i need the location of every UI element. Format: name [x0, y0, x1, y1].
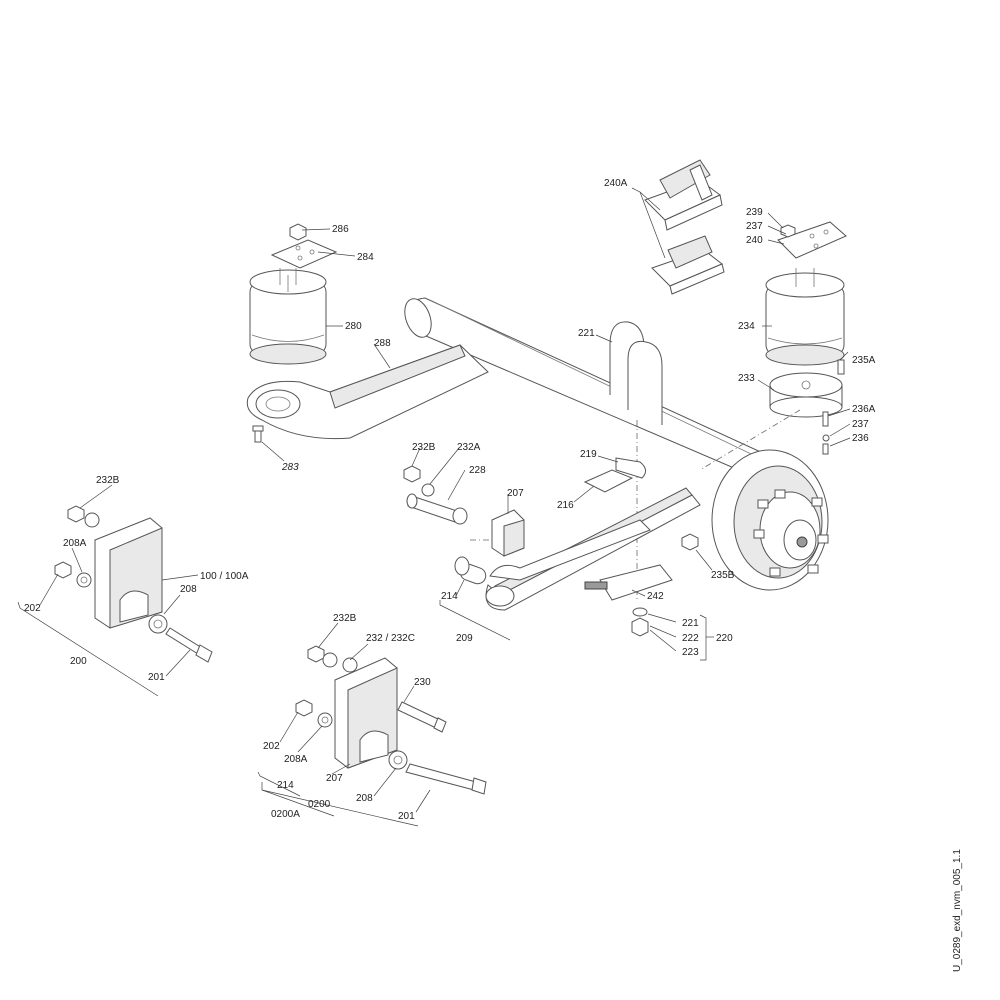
label-208-bottom[interactable]: 208	[356, 793, 373, 804]
label-237-top[interactable]: 237	[746, 221, 763, 232]
label-232B-bottom[interactable]: 232B	[333, 613, 357, 624]
label-283[interactable]: 283	[281, 462, 299, 473]
nut-235B[interactable]	[681, 533, 699, 551]
nuts-232B-bottom[interactable]	[307, 645, 358, 673]
mounting-plate-left[interactable]	[270, 239, 338, 269]
washer-232A[interactable]	[421, 483, 435, 497]
bushing-214[interactable]	[454, 556, 488, 586]
wheel-hub[interactable]	[711, 449, 829, 591]
label-233[interactable]: 233	[738, 373, 755, 384]
label-207-bottom[interactable]: 207	[326, 773, 343, 784]
nut-202-bottom[interactable]	[295, 699, 313, 717]
callout-labels: 240A 239 237 240 286 284 280 288 283 221…	[24, 178, 876, 822]
shim-216[interactable]	[583, 469, 634, 493]
label-209[interactable]: 209	[456, 633, 473, 644]
label-284[interactable]: 284	[357, 252, 374, 263]
label-230[interactable]: 230	[414, 677, 431, 688]
label-208A-left[interactable]: 208A	[63, 538, 87, 549]
label-286[interactable]: 286	[332, 224, 349, 235]
label-239[interactable]: 239	[746, 207, 763, 218]
label-235A[interactable]: 235A	[852, 355, 876, 366]
label-240A[interactable]: 240A	[604, 178, 628, 189]
trailing-arm-left[interactable]	[246, 344, 489, 440]
bolts-235A-236[interactable]	[822, 359, 845, 455]
label-232B-mid[interactable]: 232B	[412, 442, 436, 453]
bracket-240A-lower[interactable]	[651, 235, 725, 295]
label-216[interactable]: 216	[557, 500, 574, 511]
washer-208A-bottom[interactable]	[317, 712, 333, 728]
label-232-232C[interactable]: 232 / 232C	[366, 633, 415, 644]
label-242[interactable]: 242	[647, 591, 664, 602]
leaf-spring-209[interactable]	[485, 487, 701, 611]
label-202-bottom[interactable]: 202	[263, 741, 280, 752]
piston-233[interactable]	[769, 372, 843, 418]
washer-208-bottom[interactable]	[388, 750, 408, 770]
washer-208A-left[interactable]	[76, 572, 92, 588]
label-200[interactable]: 200	[70, 656, 87, 667]
label-208-left[interactable]: 208	[180, 584, 197, 595]
bolt-230[interactable]	[397, 701, 447, 733]
label-207-mid[interactable]: 207	[507, 488, 524, 499]
label-220[interactable]: 220	[716, 633, 733, 644]
label-0200A[interactable]: 0200A	[271, 809, 300, 820]
label-222[interactable]: 222	[682, 633, 699, 644]
seat-242[interactable]	[584, 564, 673, 601]
label-214-bottom[interactable]: 214	[277, 780, 294, 791]
label-237-right[interactable]: 237	[852, 419, 869, 430]
label-232A[interactable]: 232A	[457, 442, 481, 453]
label-208A-bottom[interactable]: 208A	[284, 754, 308, 765]
hanger-bracket-left[interactable]	[94, 517, 163, 629]
bolt-201-bottom[interactable]	[405, 763, 487, 795]
plate-240[interactable]	[777, 221, 847, 259]
label-228[interactable]: 228	[469, 465, 486, 476]
clamp-219[interactable]	[615, 457, 646, 479]
label-201-bottom[interactable]: 201	[398, 811, 415, 822]
nut-239[interactable]	[780, 224, 796, 238]
label-280[interactable]: 280	[345, 321, 362, 332]
label-236A[interactable]: 236A	[852, 404, 876, 415]
nut-232B-mid[interactable]	[403, 465, 421, 483]
bracket-240A-upper[interactable]	[644, 159, 723, 231]
air-spring-left[interactable]	[249, 268, 327, 365]
label-235B[interactable]: 235B	[711, 570, 735, 581]
nut-202-left[interactable]	[54, 561, 72, 579]
label-288[interactable]: 288	[374, 338, 391, 349]
bracket-207-mid[interactable]	[491, 509, 525, 557]
label-201-left[interactable]: 201	[148, 672, 165, 683]
bolt-201-left[interactable]	[165, 627, 213, 663]
label-236[interactable]: 236	[852, 433, 869, 444]
label-223[interactable]: 223	[682, 647, 699, 658]
label-0200[interactable]: 0200	[308, 799, 331, 810]
air-spring-right[interactable]	[765, 268, 845, 366]
label-202-left[interactable]: 202	[24, 603, 41, 614]
drawing-id-label: U_0289_exd_nvm_005_1.1	[952, 849, 963, 972]
fasteners-220[interactable]	[631, 607, 649, 637]
label-221-top[interactable]: 221	[578, 328, 595, 339]
nut-286[interactable]	[289, 223, 307, 241]
label-221-bottom[interactable]: 221	[682, 618, 699, 629]
label-100-100A[interactable]: 100 / 100A	[200, 571, 249, 582]
label-232B-left[interactable]: 232B	[96, 475, 120, 486]
label-240[interactable]: 240	[746, 235, 763, 246]
leader-lines	[17, 187, 851, 827]
label-219[interactable]: 219	[580, 449, 597, 460]
washer-208-left[interactable]	[148, 614, 168, 634]
label-234[interactable]: 234	[738, 321, 755, 332]
label-214-mid[interactable]: 214	[441, 591, 458, 602]
nuts-232B-left[interactable]	[67, 505, 100, 528]
u-bolts-221[interactable]	[609, 321, 663, 425]
hanger-bracket-bottom[interactable]	[334, 657, 398, 769]
bolt-283[interactable]	[252, 425, 264, 443]
shock-absorber-228[interactable]	[406, 493, 468, 525]
